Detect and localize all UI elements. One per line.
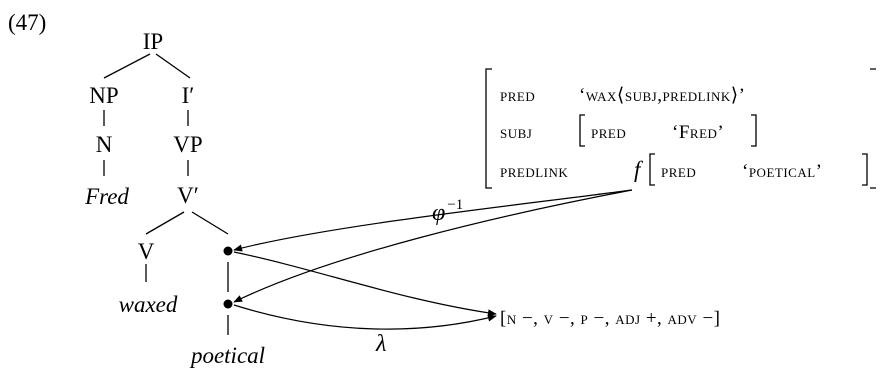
- node-ip: IP: [143, 29, 163, 54]
- subj-pred-attribute: pred: [591, 122, 626, 143]
- subj-right-bracket: [751, 114, 757, 147]
- word-poetical: poetical: [189, 343, 265, 368]
- phi-inverse-label: φ−1: [432, 197, 463, 226]
- node-v: V: [138, 239, 155, 264]
- subj-left-bracket: [579, 114, 585, 147]
- branch-vbar-v: [145, 211, 185, 235]
- predlink-pred-attribute: pred: [661, 161, 696, 182]
- branch-vbar-dot: [191, 211, 229, 235]
- upper-dot-node: [223, 246, 233, 256]
- node-np: NP: [89, 83, 118, 108]
- node-i-bar: I′: [182, 83, 195, 108]
- lambda-label: λ: [375, 331, 386, 357]
- lower-dot-node: [223, 299, 233, 309]
- pred-attribute: pred: [500, 85, 535, 106]
- pred-value: ‘wax⟨subj,predlink⟩’: [579, 85, 745, 106]
- f-label: f: [634, 157, 644, 182]
- subj-pred-value: ‘Fred’: [672, 122, 724, 143]
- branch-ip-np: [103, 53, 151, 79]
- predlink-left-bracket: [649, 153, 655, 186]
- word-waxed: waxed: [119, 292, 178, 317]
- predlink-right-bracket: [862, 153, 868, 186]
- feature-matrix: [n −, v −, p −, adj +, adv −]: [500, 308, 721, 329]
- phi-arrow-to-lower-dot: [233, 189, 633, 303]
- fstructure-left-bracket: [485, 68, 492, 189]
- branch-ip-ibar: [155, 53, 191, 79]
- node-n: N: [96, 132, 113, 157]
- predlink-pred-value: ‘poetical’: [742, 161, 822, 182]
- phi-arrow-to-upper-dot: [233, 189, 633, 252]
- lambda-arrow-from-upper-dot: [233, 251, 497, 317]
- fstructure-right-bracket: [870, 68, 876, 189]
- tree-branches: [103, 53, 229, 335]
- example-number: (47): [8, 10, 46, 35]
- word-fred: Fred: [84, 184, 129, 209]
- lambda-arrow-from-lower-dot: [233, 304, 497, 330]
- node-v-bar: V′: [177, 183, 199, 208]
- node-vp: VP: [173, 132, 202, 157]
- subj-attribute: subj: [500, 122, 532, 143]
- predlink-attribute: predlink: [500, 161, 568, 182]
